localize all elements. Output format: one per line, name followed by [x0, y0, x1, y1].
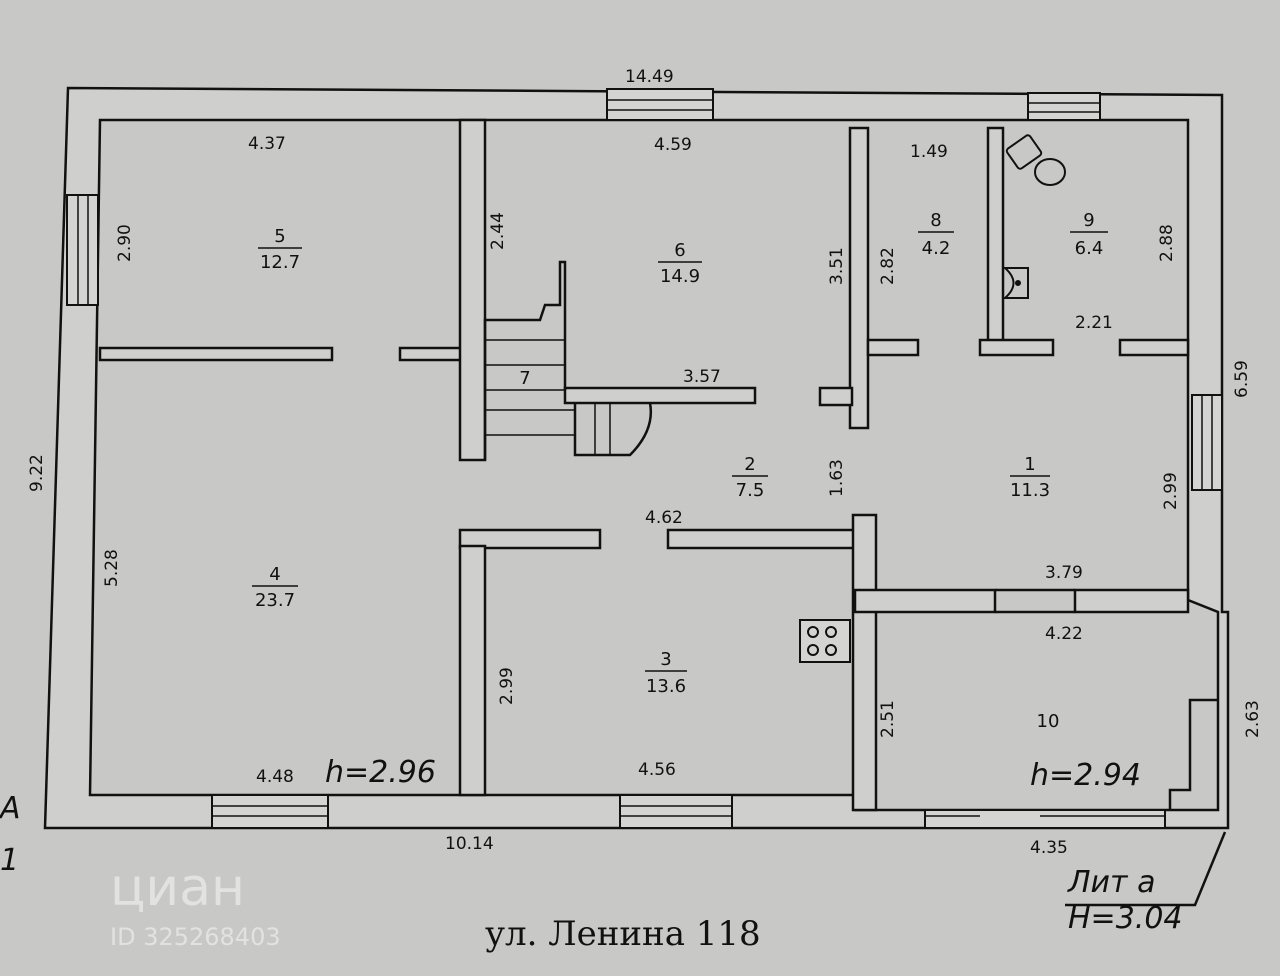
- room-8-number: 8: [930, 210, 941, 231]
- dim-r1-w: 3.79: [1045, 563, 1083, 583]
- dim-right-total: 6.59: [1232, 360, 1252, 398]
- room-4-number: 4: [269, 564, 280, 585]
- room-labels: 1 11.3 2 7.5 3 13.6 4 23.7 5 12.7 6 14.9…: [252, 210, 1108, 732]
- dim-r8-h: 2.82: [878, 247, 898, 285]
- stove-icon: [799, 619, 851, 663]
- ceiling-height-r10: h=2.94: [1030, 758, 1141, 793]
- dim-r10-w-bottom: 4.35: [1030, 838, 1068, 858]
- room-3-number: 3: [660, 649, 671, 670]
- dim-r6-h-left: 2.44: [488, 212, 508, 250]
- room-4-area: 23.7: [255, 590, 295, 611]
- watermark-brand: циан: [110, 858, 245, 918]
- dim-r3-h: 2.99: [497, 667, 517, 705]
- dim-r4-h: 5.28: [102, 549, 122, 587]
- dim-r9-w: 2.21: [1075, 313, 1113, 333]
- room-3-area: 13.6: [646, 676, 686, 697]
- lit-a-outline: [1065, 831, 1227, 907]
- windows: [66, 88, 1223, 829]
- dimension-labels: 14.49 4.37 4.59 1.49 2.21 3.57 4.62 3.79…: [27, 67, 1263, 858]
- dim-r10-w-top: 4.22: [1045, 624, 1083, 644]
- dim-r2-h: 1.63: [827, 459, 847, 497]
- room-5-area: 12.7: [260, 252, 300, 273]
- room-7-number: 7: [519, 368, 530, 389]
- section-number: 1: [0, 843, 19, 878]
- room-2-area: 7.5: [736, 480, 765, 501]
- dim-r8-w: 1.49: [910, 142, 948, 162]
- room-9-number: 9: [1083, 210, 1094, 231]
- outer-wall: [43, 86, 1230, 830]
- room-10-number: 10: [1037, 711, 1060, 732]
- room-1-number: 1: [1024, 454, 1035, 475]
- dim-r6-w: 4.59: [654, 135, 692, 155]
- watermark-id: ID 325268403: [110, 923, 281, 951]
- toilet-icon: [1005, 134, 1066, 186]
- room-9-area: 6.4: [1075, 238, 1104, 259]
- section-letter-a: А: [0, 791, 21, 826]
- room-8-area: 4.2: [922, 238, 951, 259]
- lit-label: Лит а: [1067, 865, 1155, 900]
- dim-r4-w: 4.48: [256, 767, 294, 787]
- stairs: [483, 260, 653, 460]
- room-6-number: 6: [674, 240, 685, 261]
- room-2-number: 2: [744, 454, 755, 475]
- dim-r1-h: 2.99: [1161, 472, 1181, 510]
- ceiling-height-main: h=2.96: [325, 755, 436, 790]
- dim-r10-h: 2.51: [878, 700, 898, 738]
- dim-top-total: 14.49: [625, 67, 674, 87]
- dim-r7-w: 3.57: [683, 367, 721, 387]
- dim-r2-w: 4.62: [645, 508, 683, 528]
- lit-height: H=3.04: [1068, 901, 1183, 936]
- dim-r9-h: 2.88: [1157, 224, 1177, 262]
- sink-icon: [1002, 267, 1029, 299]
- dim-left-total: 9.22: [27, 454, 47, 492]
- room-1-area: 11.3: [1010, 480, 1050, 501]
- street-address: ул. Ленина 118: [485, 914, 761, 954]
- dim-r5-w: 4.37: [248, 134, 286, 154]
- room-6-area: 14.9: [660, 266, 700, 287]
- room-5-number: 5: [274, 226, 285, 247]
- dim-r3-w: 4.56: [638, 760, 676, 780]
- dim-bottom-total: 10.14: [445, 834, 494, 854]
- dim-r5-h: 2.90: [115, 224, 135, 262]
- dim-r10-h-out: 2.63: [1243, 700, 1263, 738]
- interior-walls: [98, 118, 1218, 812]
- dim-r6-h-right: 3.51: [827, 247, 847, 285]
